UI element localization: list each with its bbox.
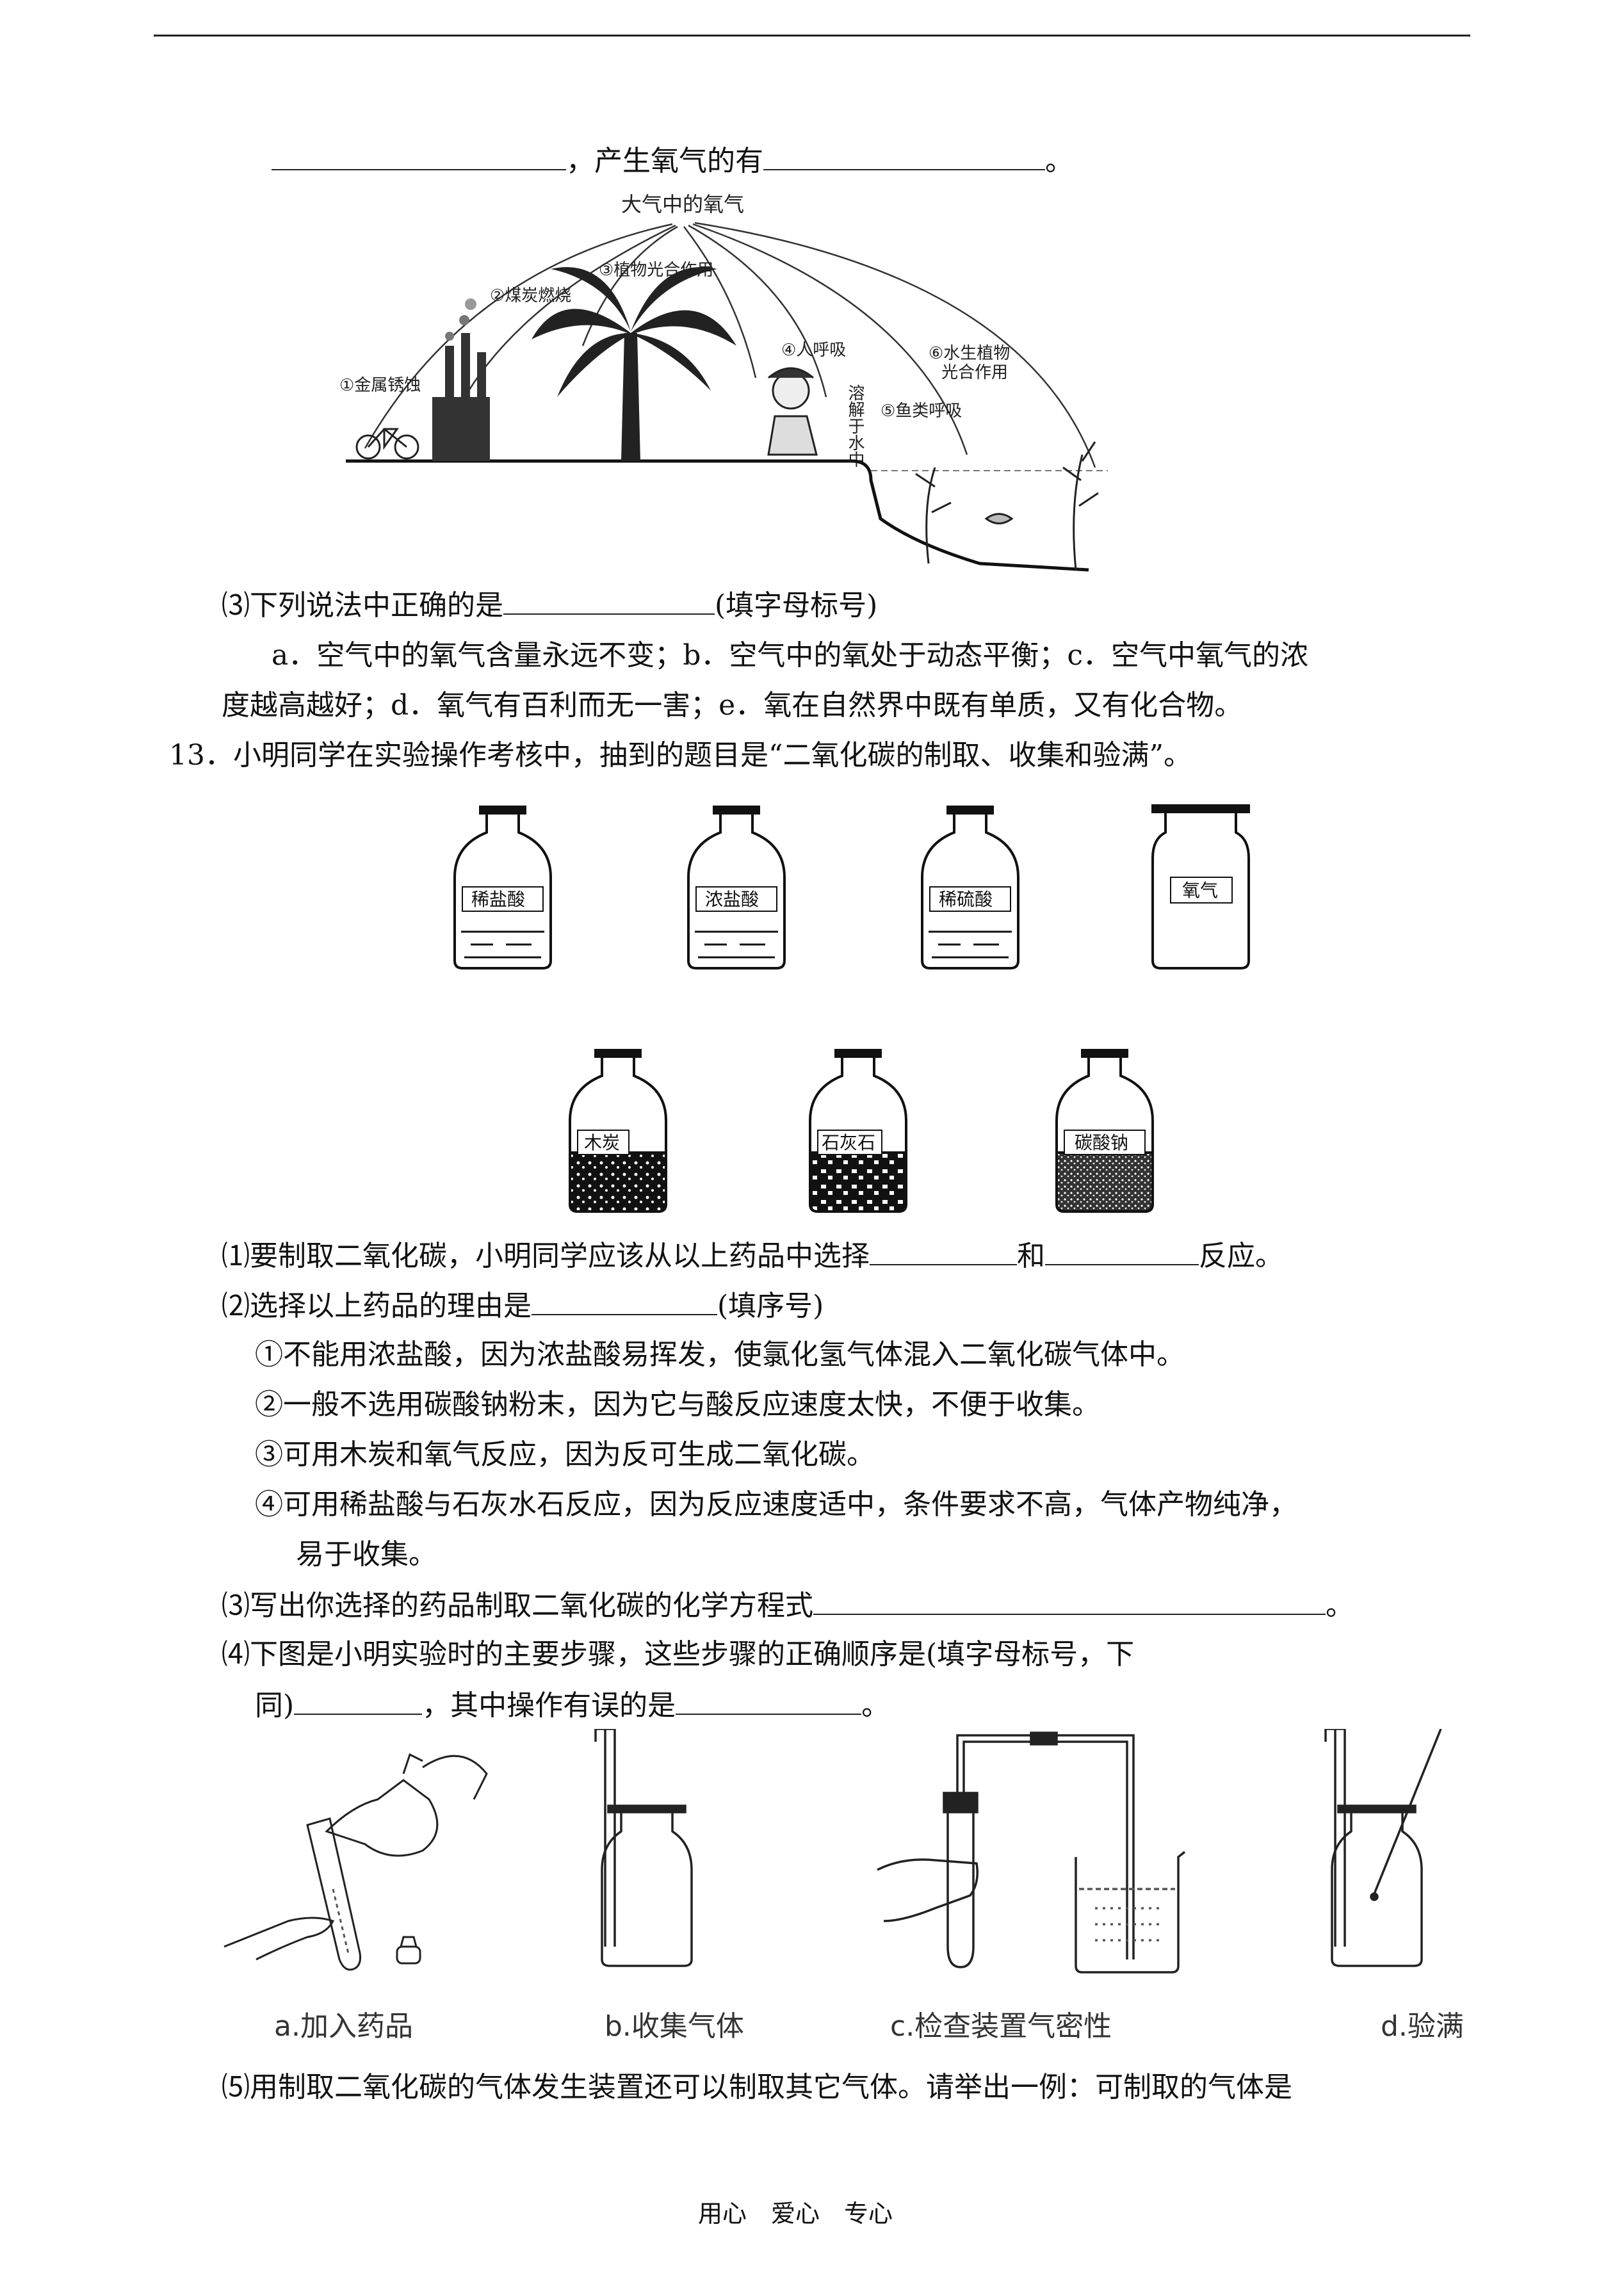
bottle-dilute-h2so4: 稀硫酸 bbox=[921, 806, 1019, 969]
svg-text:稀盐酸: 稀盐酸 bbox=[471, 889, 525, 910]
q13-part3: ⑶写出你选择的药品制取二氧化碳的化学方程式。 bbox=[222, 1585, 1354, 1625]
answer-blank[interactable] bbox=[532, 1286, 717, 1315]
experiment-steps-figure bbox=[223, 1729, 1442, 1974]
label-metal-rust: ①金属锈蚀 bbox=[339, 376, 421, 395]
bottle-oxygen: 氧气 bbox=[1151, 804, 1250, 969]
q13-reason4a: ④可用稀盐酸与石灰水石反应，因为反应速度适中，条件要求不高，气体产物纯净， bbox=[255, 1488, 1297, 1521]
q13-part4-line1: ⑷下图是小明实验时的主要步骤，这些步骤的正确顺序是(填字母标号，下 bbox=[222, 1638, 1135, 1671]
bottle-charcoal: 木炭 bbox=[569, 1049, 667, 1213]
label-aquatic-b: 光合作用 bbox=[941, 363, 1008, 382]
diagram-top-label: 大气中的氧气 bbox=[621, 192, 744, 216]
caption-step-c: c.检查装置气密性 bbox=[890, 2010, 1112, 2043]
caption-step-a: a.加入药品 bbox=[274, 2010, 413, 2043]
oxygen-cycle-diagram: 大气中的氧气 ①金属锈蚀 ②煤炭燃烧 ③植物光合作用 ④人呼吸 ⑤鱼类呼吸 ⑥水… bbox=[339, 192, 1108, 572]
answer-blank[interactable] bbox=[676, 1685, 862, 1715]
q13-part1: ⑴要制取二氧化碳，小明同学应该从以上药品中选择和反应。 bbox=[222, 1236, 1283, 1276]
svg-text:木炭: 木炭 bbox=[584, 1132, 620, 1153]
factory-icon bbox=[432, 298, 490, 461]
svg-text:氧气: 氧气 bbox=[1182, 880, 1218, 901]
label-dissolve: 溶解于水中 bbox=[845, 384, 865, 467]
q12-options-line1: a．空气中的氧气含量永远不变；b．空气中的氧处于动态平衡；c．空气中氧气的浓 bbox=[272, 639, 1309, 672]
caption-step-b: b.收集气体 bbox=[605, 2010, 744, 2043]
step-d-verify-full bbox=[1324, 1729, 1442, 1967]
answer-blank[interactable] bbox=[1045, 1236, 1199, 1265]
q13-part4-line2: 同)，其中操作有误的是。 bbox=[255, 1685, 889, 1725]
page-footer: 用心 爱心 专心 bbox=[698, 2200, 893, 2228]
svg-text:碳酸钠: 碳酸钠 bbox=[1075, 1132, 1128, 1153]
step-b-collecting-gas bbox=[594, 1729, 693, 1967]
person-icon bbox=[767, 367, 818, 456]
bottle-sodium-carbonate: 碳酸钠 bbox=[1055, 1049, 1154, 1213]
bicycle-icon bbox=[355, 427, 419, 460]
q13-title: 13．小明同学在实验操作考核中，抽到的题目是“二氧化碳的制取、收集和验满”。 bbox=[169, 739, 1192, 772]
label-aquatic-a: ⑥水生植物 bbox=[929, 344, 1010, 363]
header-rule bbox=[154, 35, 1470, 36]
answer-blank[interactable] bbox=[870, 1236, 1017, 1265]
svg-text:浓盐酸: 浓盐酸 bbox=[705, 889, 759, 910]
q12-part3: ⑶下列说法中正确的是(填字母标号) bbox=[222, 585, 877, 625]
q13-reason1: ①不能用浓盐酸，因为浓盐酸易挥发，使氯化氢气体混入二氧化碳气体中。 bbox=[255, 1338, 1185, 1371]
answer-blank[interactable] bbox=[763, 141, 1045, 170]
q13-reason3: ③可用木炭和氧气反应，因为反可生成二氧化碳。 bbox=[255, 1438, 875, 1471]
svg-text:石灰石: 石灰石 bbox=[822, 1132, 875, 1153]
step-a-adding-reagent bbox=[223, 1753, 488, 1971]
reagent-bottles-row1: 稀盐酸 浓盐酸 稀硫酸 氧气 bbox=[453, 804, 1250, 969]
palm-tree-icon bbox=[532, 267, 736, 461]
caption-step-d: d.验满 bbox=[1381, 2010, 1464, 2043]
answer-blank[interactable] bbox=[272, 141, 566, 170]
bottle-dilute-hcl: 稀盐酸 bbox=[453, 806, 552, 969]
q13-part5: ⑸用制取二氧化碳的气体发生装置还可以制取其它气体。请举出一例：可制取的气体是 bbox=[222, 2071, 1292, 2104]
step-c-check-airtightness bbox=[877, 1731, 1186, 1974]
answer-blank[interactable] bbox=[813, 1585, 1326, 1615]
svg-text:稀硫酸: 稀硫酸 bbox=[939, 889, 993, 910]
answer-blank[interactable] bbox=[294, 1685, 423, 1715]
bottle-limestone: 石灰石 bbox=[809, 1049, 907, 1213]
label-human-breath: ④人呼吸 bbox=[781, 341, 846, 360]
q13-reason2: ②一般不选用碳酸钠粉末，因为它与酸反应速度太快，不便于收集。 bbox=[255, 1388, 1100, 1421]
answer-blank[interactable] bbox=[503, 585, 715, 615]
aquatic-plants-icon bbox=[915, 441, 1099, 571]
q13-part2: ⑵选择以上药品的理由是(填序号) bbox=[222, 1286, 824, 1326]
q12-options-line2: 度越高越好；d．氧气有百利而无一害；e．氧在自然界中既有单质，又有化合物。 bbox=[222, 689, 1243, 722]
label-coal-burn: ②煤炭燃烧 bbox=[490, 286, 571, 305]
reagent-bottles-row2: 木炭 石灰石 碳酸钠 bbox=[569, 1049, 1154, 1213]
label-fish-breath: ⑤鱼类呼吸 bbox=[881, 401, 962, 421]
q12-line-answer: ，产生氧气的有。 bbox=[272, 141, 1073, 181]
q13-reason4b: 易于收集。 bbox=[296, 1538, 437, 1571]
bottle-conc-hcl: 浓盐酸 bbox=[687, 806, 786, 969]
